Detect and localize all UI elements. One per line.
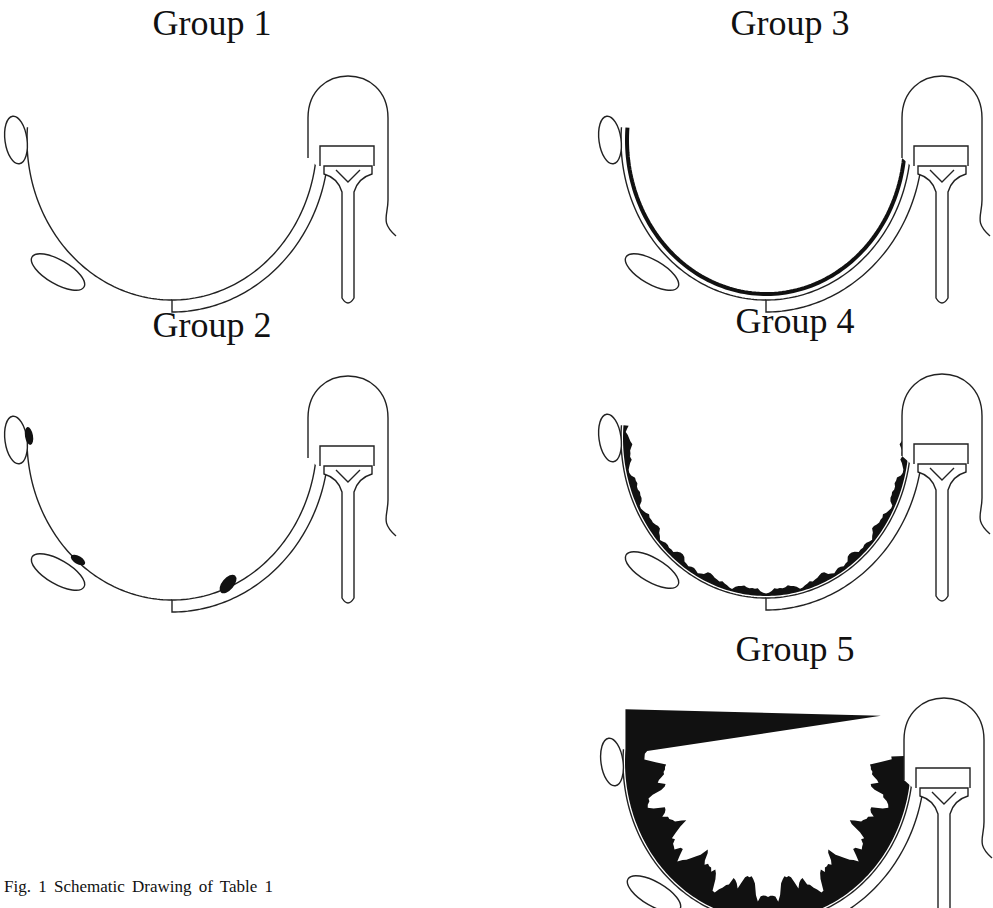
- left-ellipse: [596, 413, 624, 464]
- thin-membrane: [621, 425, 766, 598]
- left-ellipse: [26, 247, 90, 298]
- left-ellipse: [620, 545, 684, 596]
- group-title: Group 3: [731, 4, 850, 44]
- thin-membrane: [621, 127, 766, 300]
- left-ellipse: [620, 247, 684, 298]
- group-title: Group 2: [153, 306, 272, 346]
- thick-band: [172, 133, 329, 312]
- group-title: Group 4: [736, 302, 855, 342]
- cap-rect: [320, 446, 374, 466]
- t-stem: [920, 788, 968, 908]
- t-stem: [324, 466, 372, 603]
- group-figure: [2, 376, 396, 612]
- deposit-spot: [216, 572, 239, 597]
- thick-band: [766, 431, 923, 610]
- figure-caption: Fig. 1 Schematic Drawing of Table 1: [4, 878, 273, 897]
- left-ellipse: [622, 869, 686, 908]
- thin-membrane: [623, 749, 768, 908]
- cap-rect: [916, 768, 970, 788]
- t-stem: [324, 166, 372, 303]
- thin-membrane: [27, 427, 172, 600]
- left-ellipse: [2, 115, 30, 166]
- group-figure: [596, 374, 990, 610]
- t-notch: [930, 170, 954, 182]
- thin-membrane: [27, 127, 172, 300]
- group-title: Group 5: [736, 630, 855, 670]
- left-ellipse: [26, 547, 90, 598]
- cap-rect: [914, 444, 968, 464]
- cap-rect: [914, 146, 968, 166]
- t-notch: [336, 470, 360, 482]
- left-ellipse: [596, 115, 624, 166]
- group-figure: [598, 698, 992, 908]
- thick-band: [172, 433, 329, 612]
- thick-band: [768, 755, 925, 908]
- thick-band: [766, 133, 923, 312]
- deposit-spot: [23, 426, 34, 445]
- t-stem: [918, 464, 966, 601]
- t-notch: [336, 170, 360, 182]
- cap-rect: [320, 146, 374, 166]
- t-notch: [930, 468, 954, 480]
- group-title: Group 1: [153, 4, 272, 44]
- deposit-spot: [69, 553, 87, 568]
- t-stem: [918, 166, 966, 303]
- group-figure: [2, 76, 396, 312]
- left-ellipse: [598, 737, 626, 788]
- t-notch: [932, 792, 956, 804]
- group-figure: [596, 76, 990, 312]
